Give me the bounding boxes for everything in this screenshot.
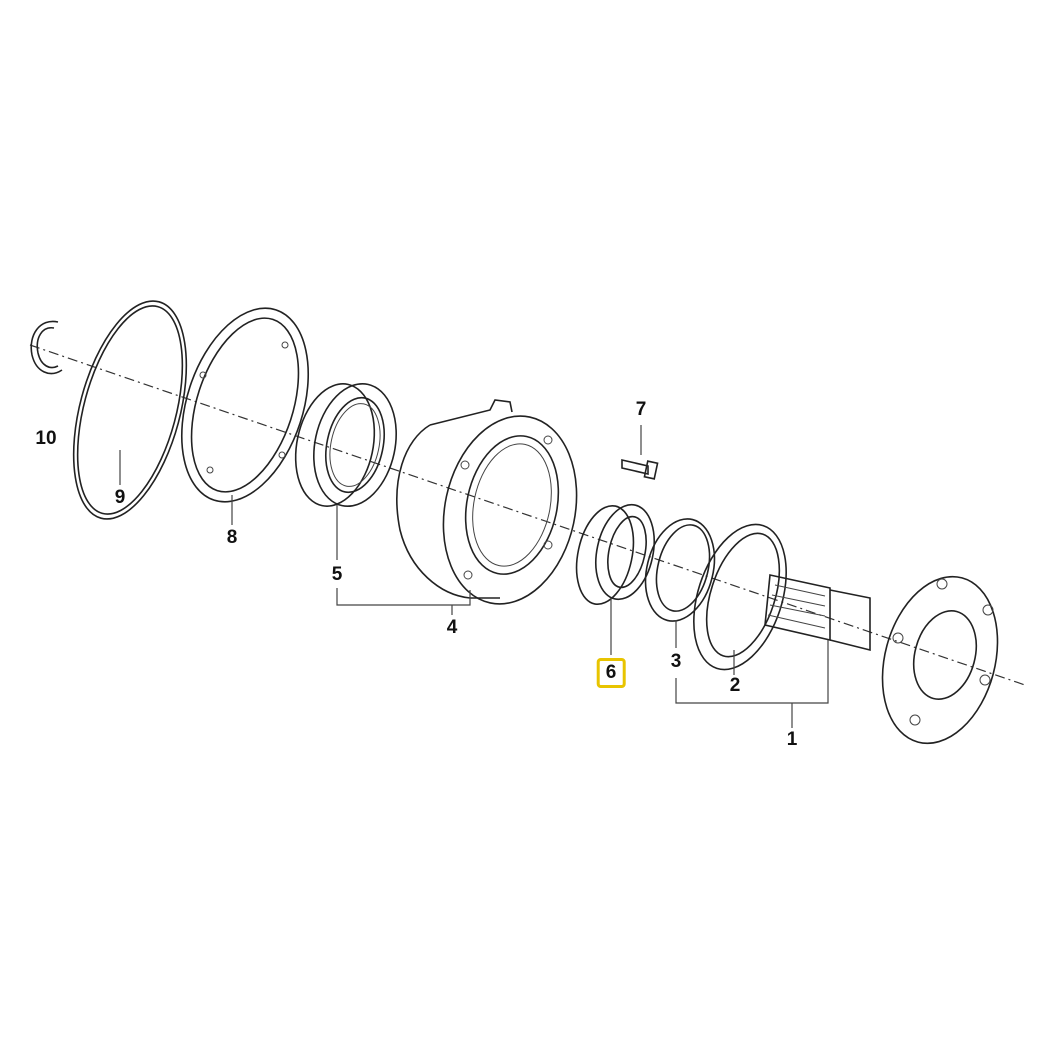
leader-lines bbox=[119, 425, 829, 728]
label-10: 10 bbox=[35, 428, 57, 449]
label-2: 2 bbox=[729, 675, 741, 696]
part-9-o-ring[interactable] bbox=[53, 289, 208, 531]
part-2-shim[interactable] bbox=[677, 513, 803, 682]
label-7: 7 bbox=[635, 399, 647, 420]
part-4-housing[interactable] bbox=[396, 399, 593, 616]
label-9: 9 bbox=[114, 487, 126, 508]
label-5: 5 bbox=[331, 564, 343, 585]
part-8-gasket[interactable] bbox=[159, 292, 331, 518]
label-3: 3 bbox=[670, 651, 682, 672]
label-6-highlighted[interactable]: 6 bbox=[596, 658, 626, 688]
label-4: 4 bbox=[446, 617, 458, 638]
part-3-ring[interactable] bbox=[635, 512, 724, 629]
part-7-bolt[interactable] bbox=[621, 458, 659, 480]
part-1-output-flange-shaft[interactable] bbox=[764, 564, 1015, 757]
label-1: 1 bbox=[786, 729, 798, 750]
part-6-shaft-seal[interactable] bbox=[568, 499, 662, 609]
part-5-bearing[interactable] bbox=[285, 376, 407, 514]
part-10-snap-ring[interactable] bbox=[30, 320, 63, 375]
label-8: 8 bbox=[226, 527, 238, 548]
